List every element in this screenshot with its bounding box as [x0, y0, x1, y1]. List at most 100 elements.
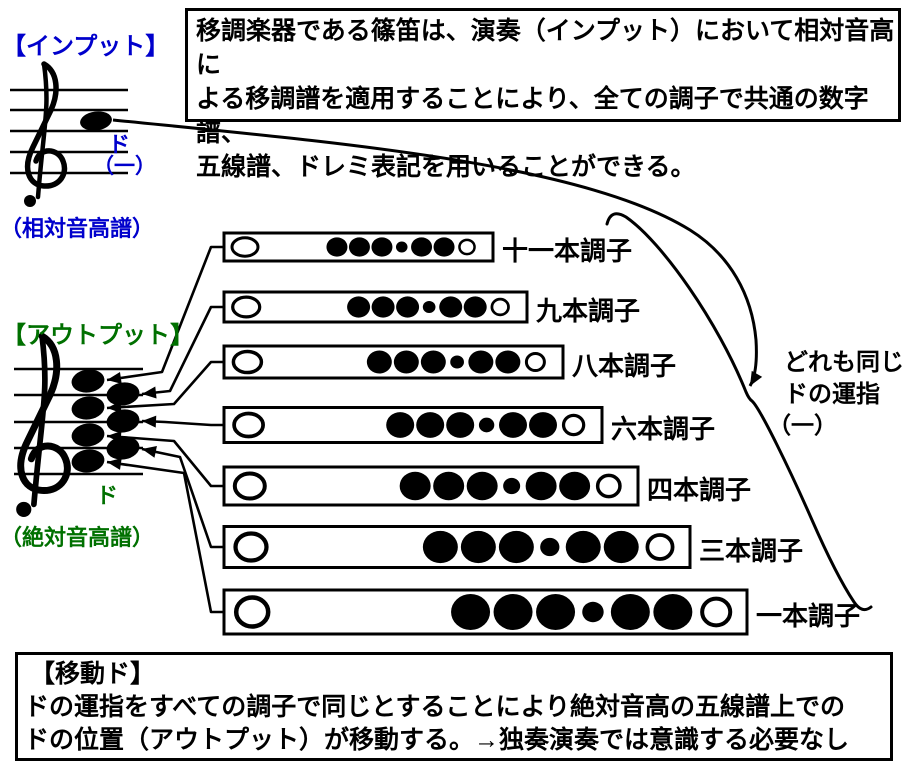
- finger-hole-small-filled: [478, 417, 495, 433]
- flute-7: [222, 588, 749, 636]
- fingering-arrow-3: [106, 360, 225, 414]
- flute-1: [222, 231, 495, 263]
- finger-hole-small-open: [645, 533, 675, 561]
- input-caption: （相対音高譜）: [0, 216, 155, 241]
- top-explanation-text: 移調楽器である篠笛は、演奏（インプット）において相対音高に よる移調譜を適用する…: [196, 18, 895, 181]
- fingering-arrow-1: [106, 245, 225, 384]
- finger-hole-filled: [468, 350, 494, 374]
- finger-hole-small-filled: [540, 537, 560, 557]
- finger-hole-filled: [422, 530, 458, 564]
- input-title: 【インプット】: [2, 33, 170, 60]
- finger-hole-filled: [498, 530, 534, 564]
- finger-hole-small-open: [595, 473, 622, 499]
- finger-hole-filled: [451, 594, 491, 630]
- finger-hole-filled: [446, 412, 475, 438]
- finger-hole-filled: [416, 412, 445, 438]
- same-fingering-note-line3: （一）: [768, 413, 837, 438]
- finger-hole-small-filled: [422, 300, 436, 314]
- flute-label-7: 一本調子: [756, 602, 861, 631]
- treble-clef-icons-group: [16, 61, 71, 518]
- finger-hole-filled: [393, 350, 419, 374]
- treble-clef-icon: [24, 195, 36, 207]
- finger-hole-filled: [433, 237, 455, 257]
- finger-hole-filled: [536, 594, 576, 630]
- treble-clef-icon: [24, 61, 68, 189]
- flute-label-1: 十一本調子: [502, 237, 633, 266]
- treble-clef-icon: [35, 61, 49, 200]
- finger-hole-small-filled: [582, 601, 604, 623]
- finger-hole-filled: [439, 296, 463, 318]
- fingering-arrow-5: [106, 431, 225, 488]
- finger-hole-filled: [466, 471, 498, 501]
- fingering-arrows-group: [106, 245, 225, 614]
- fingering-arrow-2: [141, 305, 225, 399]
- bottom-box-text: ドの運指をすべての調子で同じとすることにより絶対音高の五線譜上での ドの位置（ア…: [24, 694, 850, 754]
- finger-hole-filled: [420, 350, 446, 374]
- flute-5: [222, 465, 640, 507]
- bottom-box-title: 【移動ド】: [30, 661, 156, 688]
- flute-label-6: 三本調子: [699, 537, 804, 566]
- finger-hole-filled: [347, 296, 371, 318]
- same-fingering-note-line1: どれも同じ: [784, 350, 904, 376]
- flute-label-2: 九本調子: [536, 297, 641, 326]
- finger-hole-filled: [326, 237, 348, 257]
- finger-hole-small-open: [458, 238, 476, 256]
- output-notes-group: [71, 369, 140, 473]
- finger-hole-filled: [610, 594, 650, 630]
- utaguchi-hole: [231, 295, 262, 319]
- top-explanation-box: 移調楽器である篠笛は、演奏（インプット）において相対音高に よる移調譜を適用する…: [185, 8, 901, 181]
- flute-3: [222, 344, 565, 380]
- output-note-name: ド: [96, 483, 119, 508]
- output-note-1: [71, 369, 105, 393]
- output-note-6: [106, 436, 140, 460]
- finger-hole-small-open: [700, 596, 733, 628]
- input-note-name: ド: [108, 132, 131, 157]
- flute-2: [222, 290, 529, 324]
- fingering-arrow-6: [141, 446, 225, 549]
- finger-hole-filled: [366, 350, 392, 374]
- finger-hole-small-open: [490, 297, 510, 317]
- fingering-arrow-7: [106, 458, 225, 614]
- finger-hole-filled: [348, 237, 370, 257]
- fingering-arrow-4: [141, 415, 225, 428]
- finger-hole-filled: [653, 594, 693, 630]
- input-note-head: [80, 111, 112, 131]
- flutes-brace-curve: [605, 212, 873, 612]
- utaguchi-hole: [231, 349, 264, 375]
- finger-hole-filled: [529, 412, 557, 438]
- finger-hole-small-filled: [395, 241, 408, 253]
- output-note-5: [71, 423, 105, 447]
- finger-hole-filled: [499, 412, 527, 438]
- output-note-2: [106, 382, 140, 406]
- finger-hole-filled: [399, 471, 431, 501]
- output-caption: （絶対音高譜）: [0, 525, 155, 550]
- finger-hole-small-filled: [503, 477, 521, 495]
- output-title: 【アウトプット】: [2, 322, 194, 349]
- flute-6: [222, 525, 692, 569]
- input-note-curve-arrow: [112, 118, 763, 387]
- utaguchi-hole: [232, 411, 265, 439]
- utaguchi-hole: [230, 236, 260, 258]
- finger-hole-filled: [411, 237, 433, 257]
- finger-hole-small-filled: [450, 355, 464, 369]
- finger-hole-filled: [396, 296, 420, 318]
- flute-4: [222, 406, 604, 444]
- output-note-4: [106, 409, 140, 433]
- flute-label-3: 八本調子: [572, 352, 677, 381]
- finger-hole-filled: [433, 471, 465, 501]
- treble-clef-icon: [17, 332, 71, 494]
- finger-hole-small-open: [524, 351, 546, 373]
- flutes-group: [222, 231, 749, 636]
- finger-hole-filled: [386, 412, 415, 438]
- finger-hole-filled: [559, 471, 591, 501]
- finger-hole-filled: [463, 296, 487, 318]
- finger-hole-filled: [495, 350, 521, 374]
- output-note-7: [71, 449, 105, 473]
- treble-clef-icon: [31, 333, 48, 508]
- finger-hole-small-open: [561, 413, 586, 437]
- utaguchi-hole: [233, 595, 271, 629]
- finger-hole-filled: [565, 530, 601, 564]
- same-fingering-note-line2: ドの運指: [784, 382, 880, 408]
- finger-hole-filled: [460, 530, 496, 564]
